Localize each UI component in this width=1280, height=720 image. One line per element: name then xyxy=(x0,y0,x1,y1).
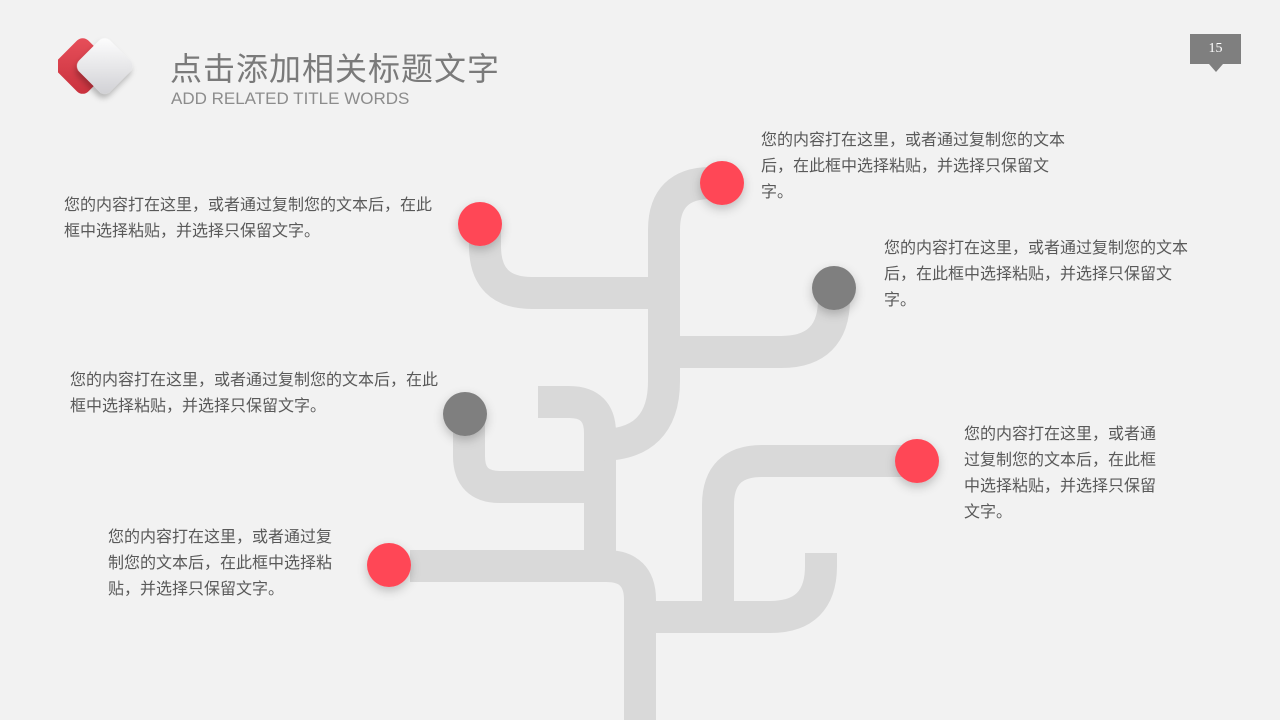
page-title: 点击添加相关标题文字 xyxy=(170,50,501,88)
node-dot-6 xyxy=(367,543,411,587)
right-far-branch xyxy=(702,445,917,603)
page-subtitle: ADD RELATED TITLE WORDS xyxy=(171,89,410,108)
page-number-badge: 15 xyxy=(1190,34,1241,72)
node-text-4: 您的内容打在这里，或者通过复制您的文本后，在此框中选择粘贴，并选择只保留文字。 xyxy=(70,370,439,415)
node-text-6: 您的内容打在这里，或者通过复制您的文本后，在此框中选择粘贴，并选择只保留文字。 xyxy=(108,527,333,598)
node-text-1: 您的内容打在这里，或者通过复制您的文本后，在此框中选择粘贴，并选择只保留文字。 xyxy=(64,195,433,240)
node-dot-4 xyxy=(443,392,487,436)
right-mid-branch xyxy=(664,283,850,368)
node-dot-2 xyxy=(700,161,744,205)
node-text-5: 您的内容打在这里，或者通过复制您的文本后，在此框中选择粘贴，并选择只保留文字。 xyxy=(964,424,1157,521)
trunk-branch xyxy=(410,550,656,720)
logo-icon xyxy=(58,38,133,94)
node-text-2: 您的内容打在这里，或者通过复制您的文本后，在此框中选择粘贴，并选择只保留文字。 xyxy=(761,130,1066,201)
node-dot-5 xyxy=(895,439,939,483)
right-stem-branch xyxy=(599,167,727,461)
node-dot-3 xyxy=(812,266,856,310)
right-lower-branch xyxy=(640,550,837,633)
node-text-3: 您的内容打在这里，或者通过复制您的文本后，在此框中选择粘贴，并选择只保留文字。 xyxy=(884,238,1189,309)
stem-branch xyxy=(538,386,616,580)
node-dot-1 xyxy=(458,202,502,246)
left-lower-branch xyxy=(453,414,600,503)
left-upper-branch xyxy=(469,224,664,309)
